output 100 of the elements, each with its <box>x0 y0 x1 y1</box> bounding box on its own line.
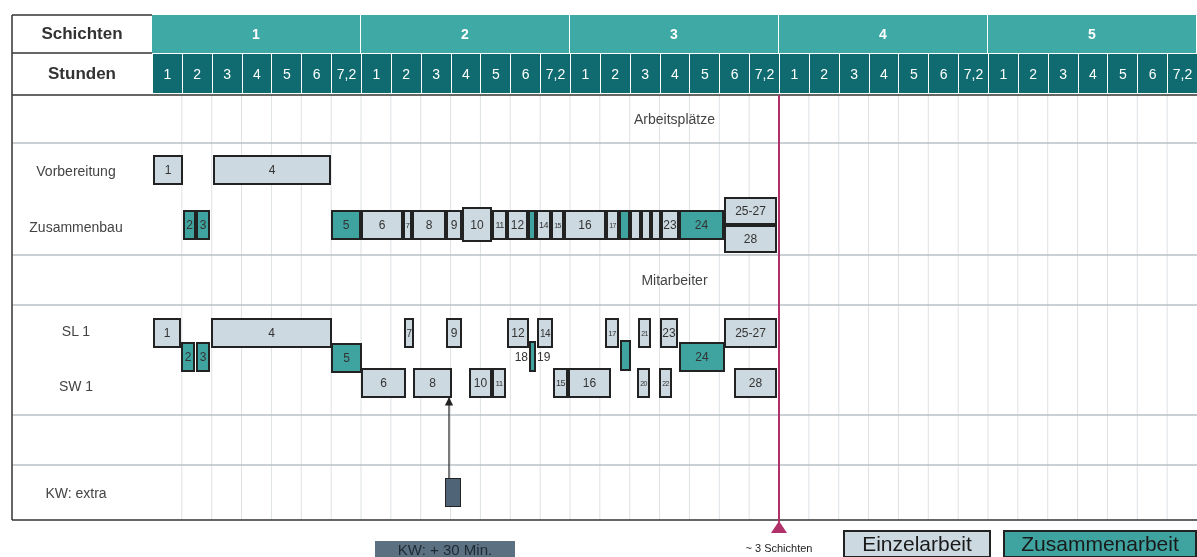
hour-header-cell: 2 <box>808 54 839 93</box>
task-bar: 5 <box>331 343 362 373</box>
hour-header-cell: 6 <box>928 54 959 93</box>
hour-header-cell: 5 <box>480 54 511 93</box>
marker-label: ~ 3 Schichten <box>744 541 814 556</box>
task-bar: 3 <box>196 342 210 372</box>
hour-header-cell: 7,2 <box>749 54 779 93</box>
hour-header-cell: 7,2 <box>540 54 570 93</box>
task-bar: 2 <box>183 210 196 240</box>
task-bar: 9 <box>446 210 462 240</box>
row-label: KW: extra <box>44 483 108 503</box>
hour-header-cell: 6 <box>1137 54 1168 93</box>
hour-header-cell: 7,2 <box>958 54 988 93</box>
task-bar: 28 <box>734 368 777 398</box>
task-bar: 17 <box>605 318 619 348</box>
task-bar: 14 <box>536 210 551 240</box>
hour-header-cell: 2 <box>1017 54 1048 93</box>
row-label: SW 1 <box>57 377 95 396</box>
task-bar: 25-27 <box>724 318 777 348</box>
task-bar: 28 <box>724 225 777 253</box>
extra-work-bar <box>445 478 461 507</box>
hour-header-cell: 5 <box>1107 54 1138 93</box>
task-bar: 15 <box>553 368 568 398</box>
shift-header-cell: 2 <box>361 15 570 53</box>
hour-header-cell: 1 <box>570 54 600 93</box>
shift-header-cell: 3 <box>570 15 779 53</box>
task-bar: 16 <box>564 210 606 240</box>
hour-header-cell: 4 <box>868 54 899 93</box>
hour-header-cell: 4 <box>450 54 481 93</box>
task-bar <box>619 210 630 240</box>
hour-header-cell: 2 <box>599 54 630 93</box>
task-bar <box>630 210 641 240</box>
task-bar: 8 <box>412 210 446 240</box>
task-bar: 12 <box>507 210 528 240</box>
task-bar: 7 <box>404 318 414 348</box>
task-bar: 9 <box>446 318 462 348</box>
hour-header-cell: 3 <box>838 54 869 93</box>
hour-header-cell: 7,2 <box>331 54 361 93</box>
hour-header-cell: 6 <box>719 54 750 93</box>
shift-header-cell: 1 <box>152 15 361 53</box>
task-number: 18 <box>514 350 528 364</box>
row-label: Zusammenbau <box>28 218 124 237</box>
hour-header-cell: 3 <box>211 54 242 93</box>
hour-header-cell: 6 <box>510 54 541 93</box>
task-bar: 11 <box>492 368 506 398</box>
task-bar: 7 <box>403 210 412 240</box>
task-bar: 25-27 <box>724 197 777 225</box>
task-bar: 14 <box>537 318 553 348</box>
task-bar: 4 <box>213 155 331 185</box>
hour-header-cell: 3 <box>420 54 451 93</box>
task-bar: 1 <box>153 318 181 348</box>
hour-header-cell: 5 <box>271 54 302 93</box>
shift-header-cell: 5 <box>988 15 1197 53</box>
hour-header-cell: 7,2 <box>1167 54 1197 93</box>
task-bar: 12 <box>507 318 529 348</box>
hour-header-cell: 6 <box>301 54 332 93</box>
hour-header-cell: 3 <box>629 54 660 93</box>
task-bar: 10 <box>462 207 492 242</box>
task-bar: 8 <box>413 368 452 398</box>
shift-header-cell: 4 <box>779 15 988 53</box>
hour-header-cell: 4 <box>1077 54 1108 93</box>
row-label: SL 1 <box>60 322 92 341</box>
task-bar: 6 <box>361 210 403 240</box>
task-bar: 16 <box>568 368 611 398</box>
task-number: 19 <box>537 350 551 364</box>
task-bar: 23 <box>660 318 678 348</box>
task-bar <box>529 341 536 372</box>
row-label: Vorbereitung <box>35 162 117 181</box>
hour-header-cell: 4 <box>659 54 690 93</box>
legend-item: Einzelarbeit <box>843 530 991 557</box>
hour-header-cell: 2 <box>181 54 212 93</box>
row-header-cell-text: Stunden <box>47 63 117 85</box>
hour-header-cell: 1 <box>152 54 182 93</box>
task-bar: 1 <box>153 155 183 185</box>
row-header-cell-text: Schichten <box>40 23 124 45</box>
task-bar: 6 <box>361 368 406 398</box>
task-bar <box>528 210 536 240</box>
note-box: KW: + 30 Min. <box>375 541 515 557</box>
section-heading: Mitarbeiter <box>640 271 709 290</box>
task-bar: 24 <box>679 210 724 240</box>
task-bar: 4 <box>211 318 332 348</box>
legend-item: Zusammenarbeit <box>1003 530 1197 557</box>
task-bar <box>641 210 651 240</box>
task-bar: 24 <box>679 342 725 372</box>
task-bar <box>651 210 661 240</box>
hour-header-cell: 4 <box>241 54 272 93</box>
task-bar: 3 <box>196 210 210 240</box>
hour-header-cell: 1 <box>779 54 809 93</box>
hour-header-cell: 1 <box>988 54 1018 93</box>
task-bar: 5 <box>331 210 361 240</box>
hour-header-cell: 5 <box>898 54 929 93</box>
arrow <box>444 397 454 479</box>
task-bar: 11 <box>492 210 507 240</box>
hour-header-cell: 5 <box>689 54 720 93</box>
section-heading: Arbeitsplätze <box>633 110 716 129</box>
task-bar: 2 <box>181 342 195 372</box>
task-bar: 23 <box>661 210 679 240</box>
hour-header-cell: 1 <box>361 54 391 93</box>
hour-header-cell: 2 <box>390 54 421 93</box>
hour-header-cell: 3 <box>1047 54 1078 93</box>
